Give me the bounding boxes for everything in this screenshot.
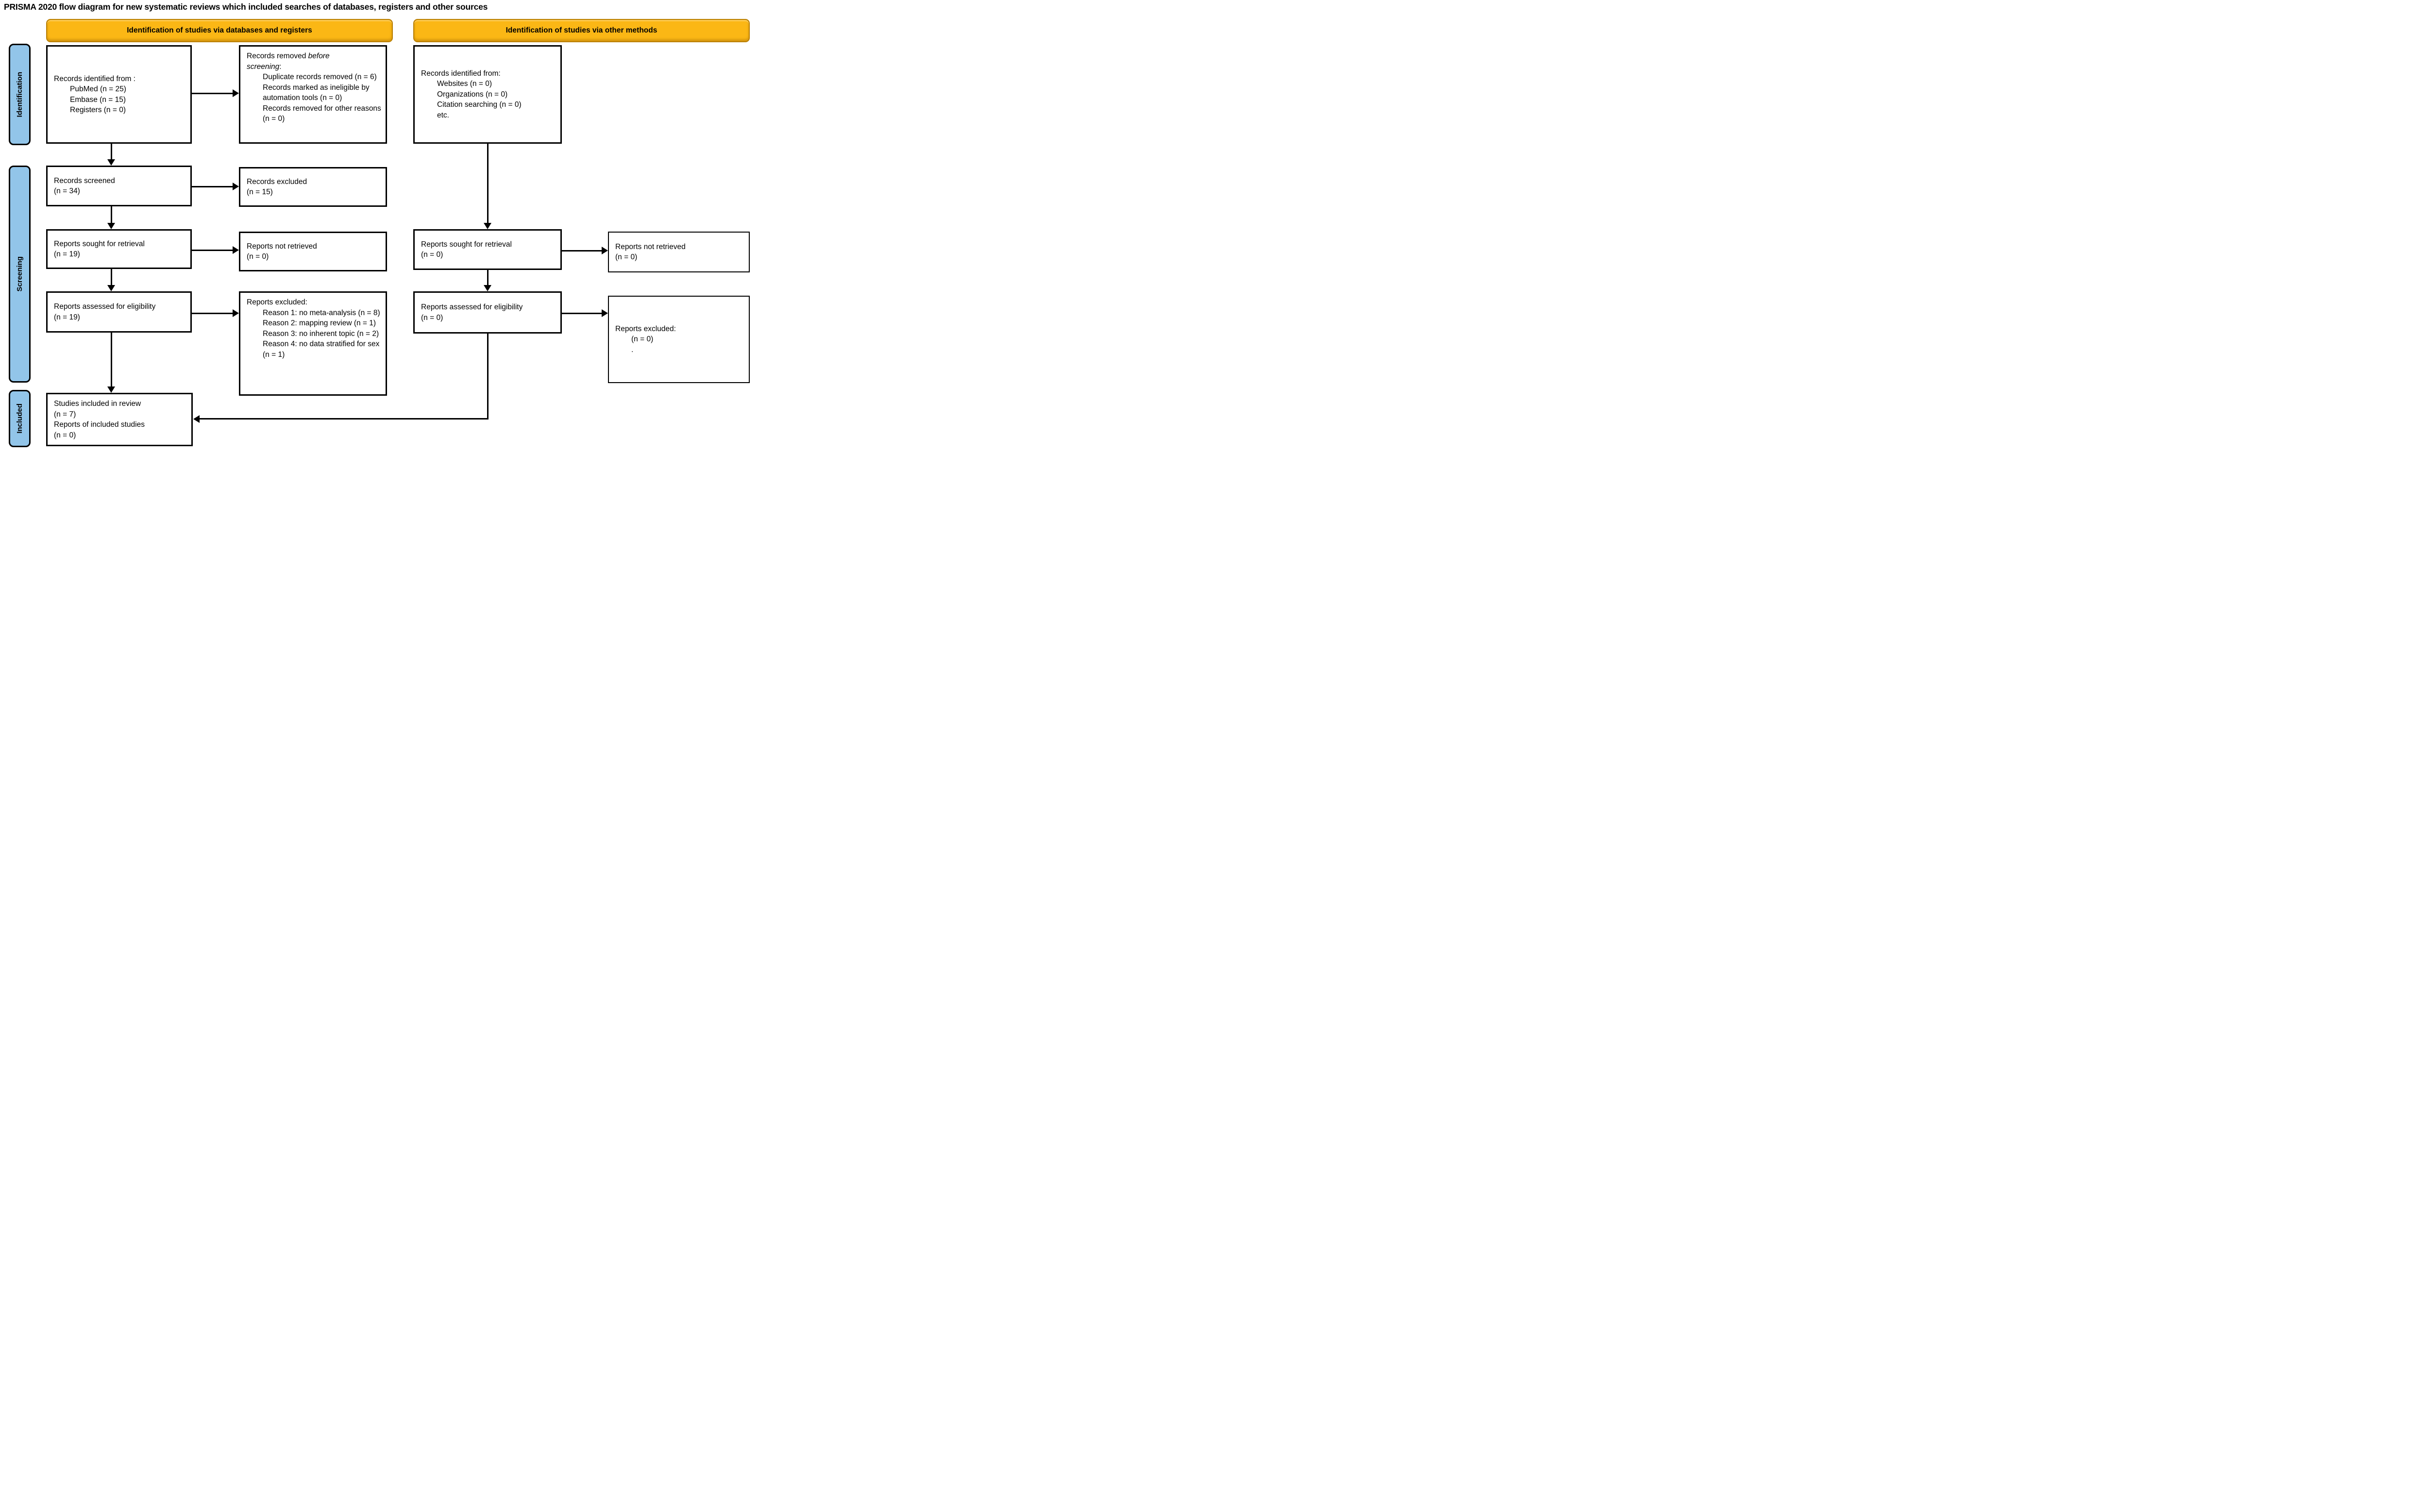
arrow-head-icon (233, 246, 239, 254)
list-item: Organizations (n = 0) (437, 90, 508, 99)
box-heading: Reports excluded: (247, 298, 307, 306)
box-reports-assessed: Reports assessed for eligibility (n = 19… (46, 291, 192, 333)
prisma-flow-diagram: PRISMA 2020 flow diagram for new systema… (0, 0, 751, 453)
arrow-sought-other-to-assessed (487, 270, 489, 286)
list-item: Websites (n = 0) (437, 80, 492, 88)
box-records-screened: Records screened (n = 34) (46, 166, 192, 206)
list-item: Duplicate records removed (n = 6) (263, 73, 377, 81)
banner-databases-registers-label: Identification of studies via databases … (127, 26, 312, 34)
box-records-identified-databases: Records identified from : PubMed (n = 25… (46, 45, 192, 144)
box-reports-excluded-reasons: Reports excluded: Reason 1: no meta-anal… (239, 291, 387, 396)
arrow-assessed-to-excluded-reasons (192, 312, 233, 314)
page-title: PRISMA 2020 flow diagram for new systema… (4, 2, 488, 12)
arrow-sought-other-to-not-retrieved (562, 250, 602, 252)
box-line: (n = 7) (54, 410, 76, 419)
box-line: (n = 0) (247, 252, 269, 261)
box-line: (n = 34) (54, 187, 80, 195)
box-reports-assessed-other: Reports assessed for eligibility (n = 0) (413, 291, 562, 334)
heading-prefix: Records removed (247, 52, 308, 60)
box-line: (n = 0) (615, 253, 638, 261)
banner-other-methods: Identification of studies via other meth… (413, 19, 750, 42)
arrow-assessed-other-to-excluded (562, 312, 602, 314)
stage-screening-label: Screening (16, 256, 24, 292)
box-records-excluded: Records excluded (n = 15) (239, 167, 387, 207)
box-heading: Records identified from : (54, 74, 135, 83)
arrow-screened-to-excluded (192, 185, 233, 187)
arrow-assessed-to-included (110, 333, 112, 387)
banner-other-methods-label: Identification of studies via other meth… (506, 26, 658, 34)
arrow-head-icon (107, 386, 115, 393)
list-item: Citation searching (n = 0) (437, 101, 522, 109)
arrow-identified-other-to-sought (487, 144, 489, 223)
box-reports-excluded-other: Reports excluded: (n = 0) . (608, 296, 750, 383)
list-item: Records removed for other reasons (n = 0… (263, 104, 381, 123)
stage-identification: Identification (9, 44, 31, 145)
box-line: Reports sought for retrieval (54, 239, 145, 248)
box-line: Reports sought for retrieval (421, 240, 512, 249)
box-line: Records excluded (247, 177, 307, 186)
box-line: Reports of included studies (54, 420, 145, 429)
box-line: Records screened (54, 176, 115, 185)
box-records-identified-other: Records identified from: Websites (n = 0… (413, 45, 562, 144)
box-line: (n = 0) (421, 313, 443, 322)
heading-suffix: : (279, 62, 282, 71)
arrow-head-icon (107, 159, 115, 166)
list-item: (n = 0) (631, 335, 654, 344)
box-line: (n = 15) (247, 188, 273, 196)
list-item: Reason 1: no meta-analysis (n = 8) (263, 308, 380, 317)
box-heading: Records removed before screening: (240, 51, 342, 72)
banner-databases-registers: Identification of studies via databases … (46, 19, 393, 42)
list-item: Records marked as ineligible by automati… (263, 83, 370, 102)
heading-emphasis: before screening (247, 52, 330, 71)
stage-identification-label: Identification (16, 71, 24, 118)
box-heading: Reports excluded: (615, 324, 676, 333)
box-line: (n = 0) (421, 251, 443, 259)
arrow-identified-to-screened (110, 144, 112, 160)
box-line: (n = 19) (54, 313, 80, 321)
box-line: (n = 0) (54, 431, 76, 439)
list-item: Embase (n = 15) (70, 95, 126, 104)
arrow-assessed-other-to-included-vertical (487, 334, 489, 420)
arrow-head-icon (602, 309, 608, 317)
box-reports-not-retrieved: Reports not retrieved (n = 0) (239, 232, 387, 271)
stage-included-label: Included (16, 403, 24, 434)
arrow-sought-to-not-retrieved (192, 249, 233, 251)
box-line: Reports assessed for eligibility (54, 302, 156, 311)
box-reports-sought-other: Reports sought for retrieval (n = 0) (413, 229, 562, 270)
box-line: Studies included in review (54, 400, 141, 408)
box-line: Reports not retrieved (247, 242, 317, 251)
box-line: Reports not retrieved (615, 242, 686, 251)
arrow-head-icon (233, 183, 239, 190)
box-line: (n = 19) (54, 250, 80, 258)
box-studies-included: Studies included in review (n = 7) Repor… (46, 393, 193, 446)
list-item: Reason 3: no inherent topic (n = 2) (263, 329, 379, 338)
arrow-sought-to-assessed (110, 269, 112, 286)
arrow-head-icon (233, 309, 239, 317)
list-item: Reason 2: mapping review (n = 1) (263, 319, 376, 327)
list-item: . (631, 345, 634, 354)
list-item: Registers (n = 0) (70, 106, 126, 114)
arrow-identified-to-removed (192, 92, 233, 94)
stage-included: Included (9, 390, 31, 447)
arrow-assessed-other-to-included-horizontal (200, 418, 488, 420)
box-line: Reports assessed for eligibility (421, 303, 523, 311)
arrow-head-icon (602, 247, 608, 254)
list-item: etc. (437, 111, 449, 119)
arrow-screened-to-sought (110, 206, 112, 223)
stage-screening: Screening (9, 166, 31, 383)
arrow-head-icon (484, 285, 491, 291)
arrow-head-icon (484, 223, 491, 229)
list-item: PubMed (n = 25) (70, 85, 126, 93)
box-records-removed-before-screening: Records removed before screening: Duplic… (239, 45, 387, 144)
box-reports-not-retrieved-other: Reports not retrieved (n = 0) (608, 232, 750, 272)
arrow-head-icon (107, 285, 115, 291)
arrow-head-icon (107, 223, 115, 229)
list-item: Reason 4: no data stratified for sex (n … (263, 340, 380, 359)
box-heading: Records identified from: (421, 69, 501, 78)
box-reports-sought: Reports sought for retrieval (n = 19) (46, 229, 192, 269)
arrow-head-icon (193, 415, 200, 423)
arrow-head-icon (233, 89, 239, 97)
